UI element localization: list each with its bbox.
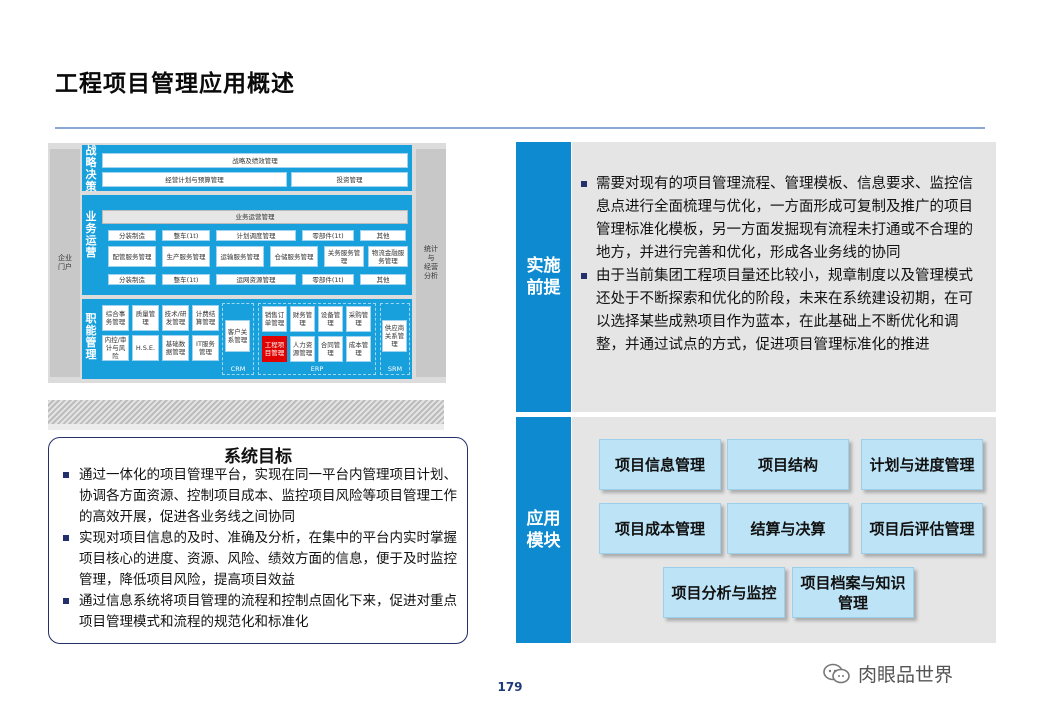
premise-panel: 需要对现有的项目管理流程、管理模板、信息要求、监控信息点进行全面梳理与优化，一方…: [572, 142, 996, 412]
decorative-stripe: [48, 400, 444, 424]
strategy-cell: 投资管理: [291, 172, 408, 187]
modules-label: 应用模块: [516, 417, 571, 643]
decorative-stripe-base: [48, 424, 444, 430]
erp-label: ERP: [310, 365, 324, 373]
module-project-structure: 项目结构: [727, 439, 849, 490]
crm-group: 客户关系管理 CRM: [222, 303, 254, 375]
premise-label: 实施前提: [516, 142, 571, 412]
operations-row3-cell: 分装制造: [108, 274, 156, 285]
strategy-cell: 战略及绩效管理: [102, 153, 408, 168]
modules-panel: 项目信息管理 项目结构 计划与进度管理 项目成本管理 结算与决算 项目后评估管理…: [572, 417, 996, 643]
function-cell: 计费结算管理: [192, 305, 219, 331]
strategy-cell: 经营计划与预算管理: [102, 172, 287, 187]
erp-cell: 人力资源管理: [290, 336, 315, 362]
enterprise-portal-box: 企业 门户: [50, 149, 80, 377]
function-cell: 基础数据管理: [162, 335, 189, 361]
wechat-icon: [823, 663, 850, 683]
function-cell: 内控/审计与风险: [102, 335, 129, 361]
strategy-band: 战略决策 战略及绩效管理 经营计划与预算管理 投资管理: [82, 144, 412, 193]
srm-label: SRM: [387, 365, 403, 373]
module-project-info: 项目信息管理: [599, 439, 721, 490]
operations-row2-cell: 配管服务管理: [108, 246, 156, 267]
function-cell: 技术/研发管理: [162, 305, 189, 331]
premise-item: 需要对现有的项目管理流程、管理模板、信息要求、监控信息点进行全面梳理与优化，一方…: [580, 173, 986, 265]
operations-row1-cell: 整车(1t): [162, 230, 210, 241]
module-analysis-monitoring: 项目分析与监控: [663, 567, 785, 618]
module-post-evaluation: 项目后评估管理: [861, 503, 983, 554]
module-archive-knowledge: 项目档案与知识管理: [792, 567, 914, 618]
operations-row2-cell: 仓储服务管理: [270, 246, 318, 267]
functions-band-title: 职能管理: [85, 312, 97, 361]
system-goals-list: 通过一体化的项目管理平台，实现在同一平台内管理项目计划、协调各方面资源、控制项目…: [61, 465, 461, 633]
module-plan-schedule: 计划与进度管理: [861, 439, 983, 490]
strategy-band-title: 战略决策: [85, 144, 97, 193]
function-cell: 质量管理: [132, 305, 159, 331]
watermark: 肉眼品世界: [822, 660, 953, 687]
operations-row3-cell: 其他: [360, 274, 406, 285]
erp-cell: 销售订单管理: [262, 306, 287, 332]
operations-band: 业务运营 业务运营管理 分装制造 整车(1t) 计划调度管理 零部件(1t) 其…: [82, 195, 412, 295]
function-cell: IT服务管理: [192, 335, 219, 361]
operations-row1-cell: 分装制造: [108, 230, 156, 241]
erp-group: 销售订单管理 财务管理 设备管理 采购管理 工程项目管理 人力资源管理 合同管理…: [258, 303, 376, 375]
erp-cell: 采购管理: [346, 306, 371, 332]
statistics-analysis-box: 统计 与 经营 分析: [416, 149, 446, 377]
operations-row2-cell: 关务服务管理: [324, 246, 364, 267]
operations-row3-cell: 运网资源管理: [216, 274, 296, 285]
crm-cell: 客户关系管理: [225, 320, 250, 352]
operations-row1-cell: 其他: [360, 230, 406, 241]
premise-item: 由于当前集团工程项目量还比较小，规章制度以及管理模式还处于不断探索和优化的阶段，…: [580, 265, 986, 357]
system-goals-box: 系统目标 通过一体化的项目管理平台，实现在同一平台内管理项目计划、协调各方面资源…: [48, 437, 468, 644]
erp-cell-highlighted: 工程项目管理: [262, 336, 287, 362]
goal-item: 通过信息系统将项目管理的流程和控制点固化下来，促进对重点项目管理模式和流程的规范…: [61, 591, 461, 633]
operations-row2-cell: 生产服务管理: [162, 246, 210, 267]
page-number: 179: [497, 680, 523, 694]
erp-cell: 成本管理: [346, 336, 371, 362]
goal-item: 实现对项目信息的及时、准确及分析，在集中的平台内实时掌握项目核心的进度、资源、风…: [61, 528, 461, 591]
erp-cell: 财务管理: [290, 306, 315, 332]
operations-row1-cell: 零部件(1t): [302, 230, 354, 241]
watermark-text: 肉眼品世界: [858, 664, 954, 686]
operations-band-title: 业务运营: [85, 210, 97, 259]
premise-list: 需要对现有的项目管理流程、管理模板、信息要求、监控信息点进行全面梳理与优化，一方…: [580, 173, 986, 357]
operations-row3-cell: 整车(1t): [162, 274, 210, 285]
functions-band: 职能管理 综合事务管理 质量管理 技术/研发管理 计费结算管理 内控/审计与风险…: [82, 299, 412, 379]
srm-group: 供应商关系管理 SRM: [380, 303, 410, 375]
page-title: 工程项目管理应用概述: [55, 71, 295, 97]
erp-cell: 合同管理: [318, 336, 343, 362]
operations-header: 业务运营管理: [102, 210, 408, 224]
module-project-cost: 项目成本管理: [599, 503, 721, 554]
srm-cell: 供应商关系管理: [382, 320, 407, 352]
system-goals-title: 系统目标: [224, 447, 292, 467]
crm-label: CRM: [230, 365, 246, 373]
operations-row2-cell: 物流金融服务管理: [368, 246, 408, 267]
goal-item: 通过一体化的项目管理平台，实现在同一平台内管理项目计划、协调各方面资源、控制项目…: [61, 465, 461, 528]
title-divider: [55, 127, 985, 129]
operations-row3-cell: 零部件(1t): [302, 274, 354, 285]
function-cell: 综合事务管理: [102, 305, 129, 331]
erp-cell: 设备管理: [318, 306, 343, 332]
operations-row1-cell: 计划调度管理: [216, 230, 296, 241]
function-cell: H.S.E.: [132, 335, 159, 361]
architecture-diagram: 企业 门户 统计 与 经营 分析 战略决策 战略及绩效管理 经营计划与预算管理 …: [48, 143, 446, 383]
module-settlement: 结算与决算: [727, 503, 849, 554]
operations-row2-cell: 运输服务管理: [216, 246, 264, 267]
